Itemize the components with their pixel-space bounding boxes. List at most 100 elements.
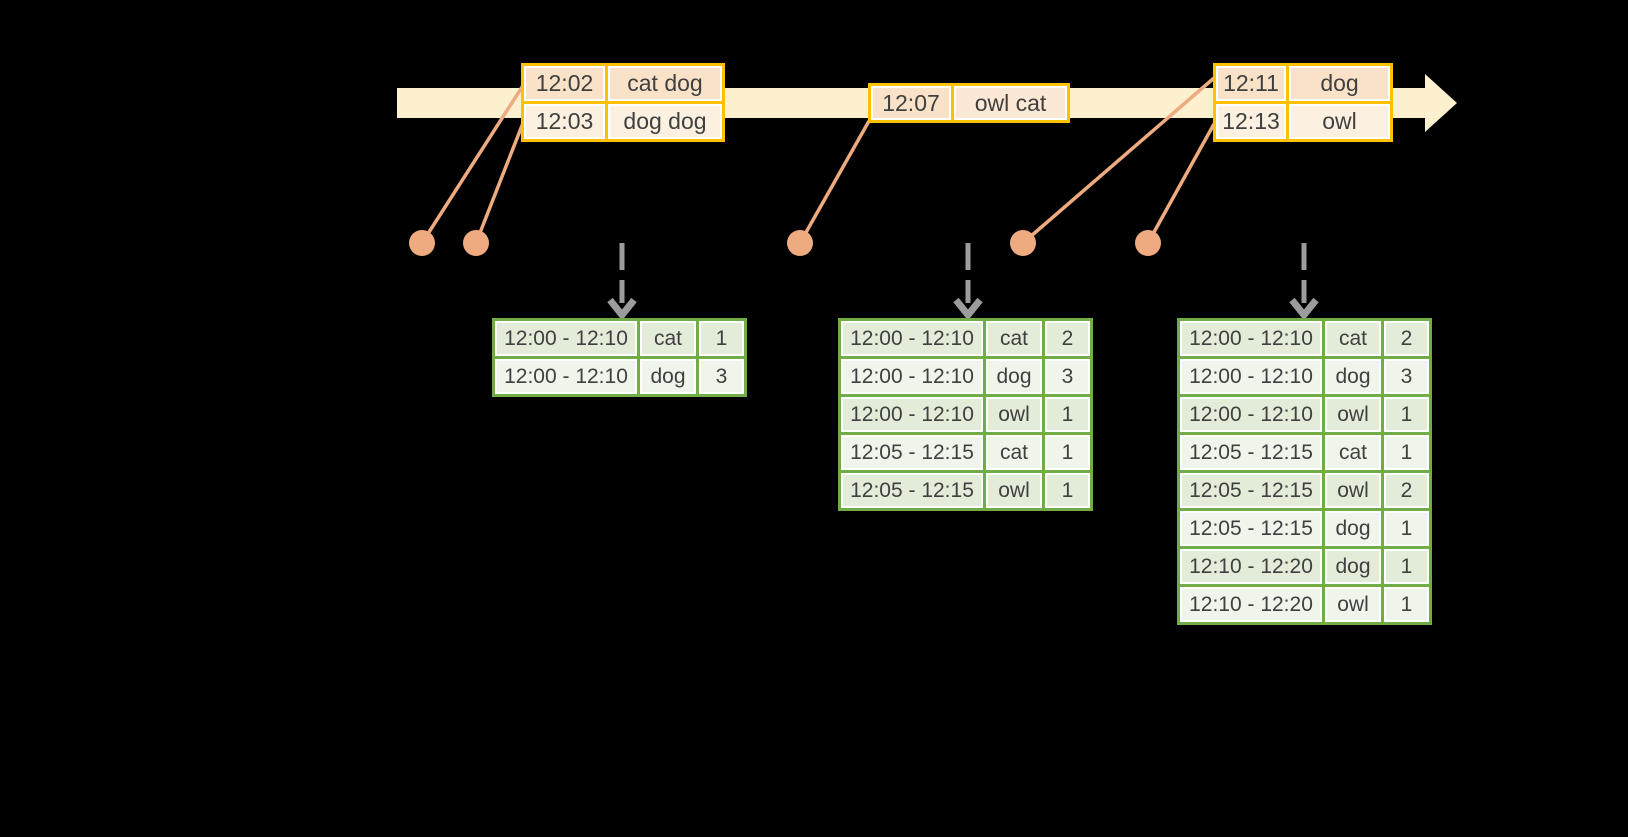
table-cell: dog xyxy=(986,359,1042,394)
arrow-down-icon xyxy=(1289,297,1319,321)
table-cell: 12:00 - 12:10 xyxy=(495,321,637,356)
table-cell: cat xyxy=(986,435,1042,470)
event-dot-1 xyxy=(409,230,435,256)
event-dot-4 xyxy=(1010,230,1036,256)
table-cell: dog xyxy=(1325,549,1381,584)
table-cell: owl xyxy=(1325,587,1381,622)
table-cell: owl xyxy=(1289,104,1390,139)
arrow-down-icon xyxy=(607,297,637,321)
table-cell: dog xyxy=(1289,66,1390,101)
table-cell: 1 xyxy=(1045,397,1090,432)
table-cell: 12:11 xyxy=(1216,66,1286,101)
table-cell: 12:07 xyxy=(871,86,951,120)
table-cell: 12:00 - 12:10 xyxy=(841,359,983,394)
table-cell: 12:10 - 12:20 xyxy=(1180,587,1322,622)
event-dot-2 xyxy=(463,230,489,256)
table-cell: 12:05 - 12:15 xyxy=(1180,435,1322,470)
arrow-down-icon xyxy=(953,297,983,321)
table-cell: 12:00 - 12:10 xyxy=(495,359,637,394)
table-cell: 12:13 xyxy=(1216,104,1286,139)
table-cell: 1 xyxy=(1384,435,1429,470)
table-cell: cat xyxy=(1325,321,1381,356)
table-cell: 12:05 - 12:15 xyxy=(841,473,983,508)
table-cell: 12:10 - 12:20 xyxy=(1180,549,1322,584)
table-cell: 1 xyxy=(1384,549,1429,584)
table-cell: cat dog xyxy=(608,66,722,101)
table-cell: 1 xyxy=(1045,473,1090,508)
event-dot-3 xyxy=(787,230,813,256)
connector-4 xyxy=(1021,76,1216,245)
connector-2 xyxy=(474,122,525,244)
connector-3 xyxy=(798,120,871,244)
table-cell: cat xyxy=(986,321,1042,356)
table-cell: 2 xyxy=(1045,321,1090,356)
table-cell: owl xyxy=(986,473,1042,508)
table-cell: 1 xyxy=(1045,435,1090,470)
table-cell: 12:05 - 12:15 xyxy=(841,435,983,470)
trigger-arrows xyxy=(607,243,1319,321)
table-cell: 3 xyxy=(1384,359,1429,394)
table-cell: cat xyxy=(640,321,696,356)
table-cell: 12:03 xyxy=(524,104,605,139)
table-cell: dog dog xyxy=(608,104,722,139)
table-cell: dog xyxy=(1325,359,1381,394)
table-cell: 12:00 - 12:10 xyxy=(841,321,983,356)
table-cell: 1 xyxy=(1384,587,1429,622)
table-cell: 12:00 - 12:10 xyxy=(1180,321,1322,356)
table-cell: 2 xyxy=(1384,321,1429,356)
table-cell: owl xyxy=(1325,397,1381,432)
table-cell: 1 xyxy=(1384,397,1429,432)
table-cell: 12:05 - 12:15 xyxy=(1180,473,1322,508)
arrow-right-icon xyxy=(1425,74,1457,132)
connector-lines xyxy=(420,76,1216,245)
table-cell: cat xyxy=(1325,435,1381,470)
table-cell: 12:05 - 12:15 xyxy=(1180,511,1322,546)
event-dots xyxy=(409,230,1161,256)
table-cell: 3 xyxy=(699,359,744,394)
table-cell: owl xyxy=(986,397,1042,432)
table-cell: 1 xyxy=(1384,511,1429,546)
table-cell: owl cat xyxy=(954,86,1067,120)
table-cell: dog xyxy=(640,359,696,394)
table-cell: 2 xyxy=(1384,473,1429,508)
table-cell: 1 xyxy=(699,321,744,356)
table-cell: 12:02 xyxy=(524,66,605,101)
connector-1 xyxy=(420,83,526,244)
table-cell: dog xyxy=(1325,511,1381,546)
connector-5 xyxy=(1146,123,1216,244)
table-cell: 12:00 - 12:10 xyxy=(1180,397,1322,432)
table-cell: owl xyxy=(1325,473,1381,508)
